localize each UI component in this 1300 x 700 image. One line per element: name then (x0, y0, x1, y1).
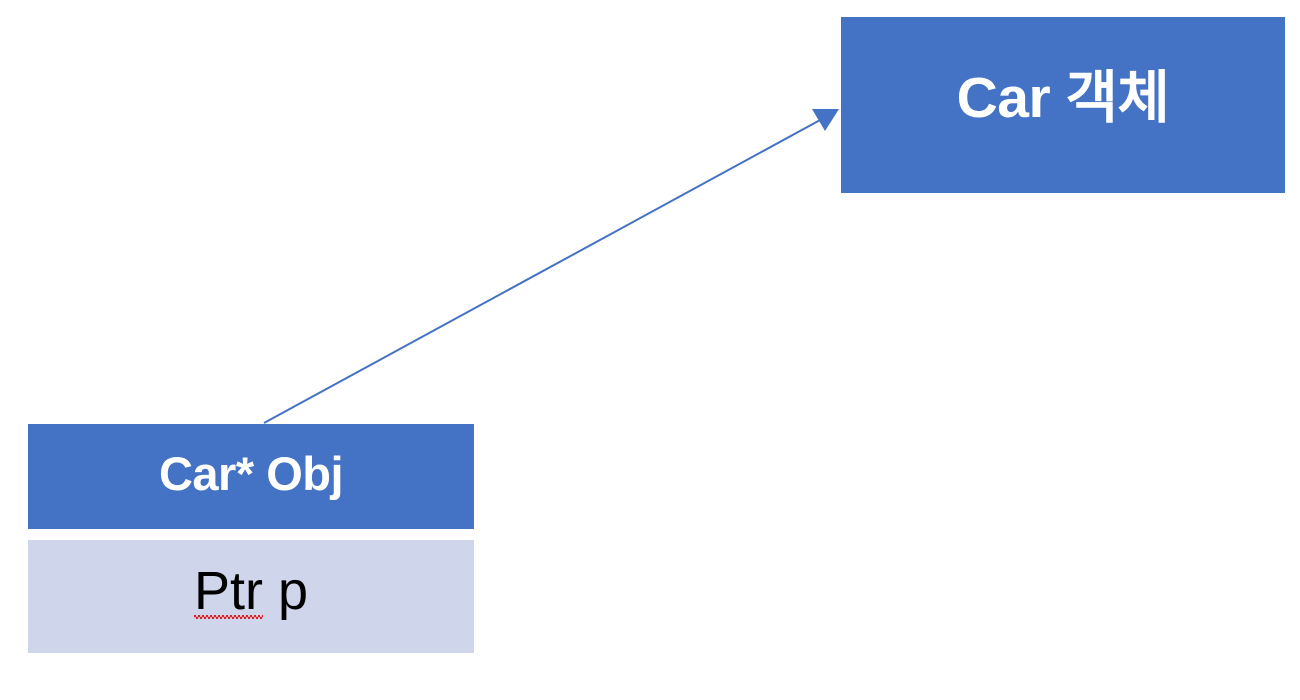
car-object-label: Car 객체 (956, 66, 1170, 131)
car-pointer-header-label: Car* Obj (158, 446, 344, 500)
car-pointer-header-box[interactable]: Car* Obj (28, 424, 474, 529)
car-pointer-member-box[interactable]: Ptr p (28, 540, 474, 653)
misspelled-word: Ptr (193, 561, 263, 622)
member-trailing-text: p (262, 561, 309, 622)
pointer-arrow-line (263, 118, 823, 424)
car-object-box[interactable]: Car 객체 (841, 17, 1285, 193)
car-pointer-member-label: Ptr p (193, 561, 309, 622)
pointer-arrow-head-icon (812, 109, 839, 131)
